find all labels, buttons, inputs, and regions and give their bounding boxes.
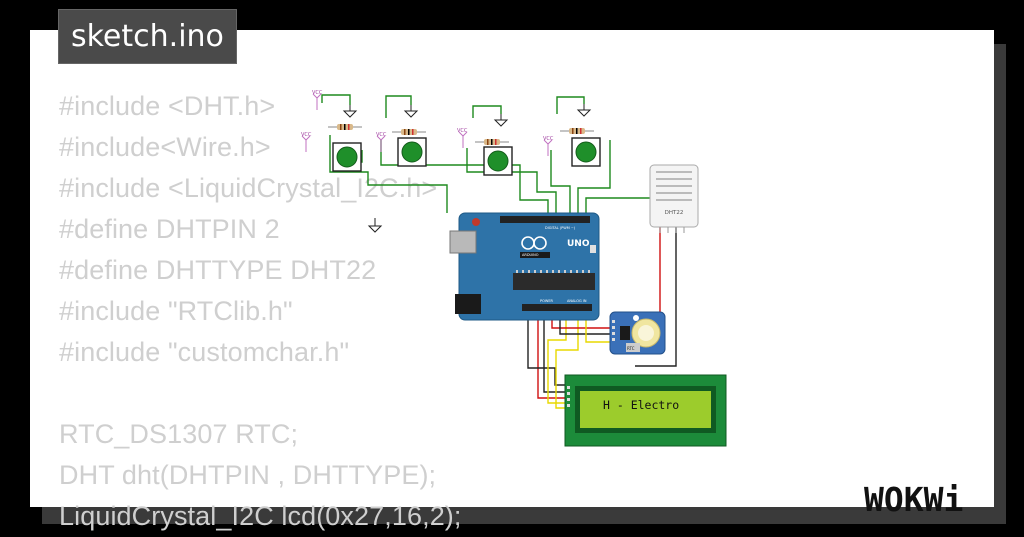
rtc-label: RTC [627,346,635,351]
vcc-label: VCC [312,90,323,96]
green-wire [577,140,611,213]
black-wire [559,318,610,335]
code-line: #include <LiquidCrystal_I2C.h> [59,173,438,203]
code-line: #define DHTTYPE DHT22 [59,255,377,285]
push-button [571,137,601,167]
green-wire [321,94,351,105]
resistor [475,139,509,145]
yellow-wire [547,318,567,404]
rtc-module: RTC [609,311,666,355]
resistors [328,124,594,145]
code-line: #include "RTClib.h" [59,296,293,326]
ground-icon [342,104,592,233]
lcd-display: H - Electro [564,374,727,447]
code-line: #include "customchar.h" [59,337,350,367]
wokwi-logo-text: WOKWi [864,480,963,519]
push-button [483,146,513,176]
push-buttons [332,137,601,176]
arduino-brand: UNO [567,239,590,249]
analog-header-label: ANALOG IN [567,299,587,303]
code-line: DHT dht(DHTPIN , DHTTYPE); [59,460,437,490]
green-wire [380,140,549,213]
green-wire [466,148,557,213]
yellow-wire [555,318,579,409]
wokwi-logo: WOKWi [864,480,963,519]
sensor-label: DHT22 [665,210,684,216]
power-symbols: VCC VCC VCC VCC VCC [301,90,592,233]
black-wire [635,226,677,367]
code-line: #define DHTPIN 2 [59,214,280,244]
black-wire [527,318,567,386]
green-wire [550,150,571,213]
lcd-text: H - Electro [603,398,679,412]
vcc-label: VCC [376,132,387,138]
code-line: #include<Wire.h> [59,132,271,162]
red-wire [640,226,661,319]
resistor [560,128,594,134]
code-line: LiquidCrystal_I2C lcd(0x27,16,2); [59,501,462,531]
code-listing: #include <DHT.h> #include<Wire.h> #inclu… [59,86,462,537]
power-header-label: POWER [540,299,554,303]
digital-header-label: DIGITAL (PWM ~) [545,226,576,230]
vcc-label: VCC [301,132,312,138]
push-button [332,142,362,172]
circuit-diagram: VCC VCC VCC VCC VCC [301,90,727,447]
code-line: RTC_DS1307 RTC; [59,419,299,449]
green-wire [472,105,502,118]
arduino-maker: ARDUINO [522,253,539,257]
vcc-label: VCC [457,128,468,134]
preview-card: #include <DHT.h> #include<Wire.h> #inclu… [30,30,994,531]
code-line: #include <DHT.h> [59,91,276,121]
push-button [397,137,427,167]
resistor [392,129,426,135]
green-wire [556,96,585,114]
dht22-sensor: DHT22 [649,164,699,233]
wires [321,94,677,409]
vcc-label: VCC [543,136,554,142]
green-wire [329,135,448,213]
file-title-chip: sketch.ino [58,9,237,64]
red-wire [537,318,567,399]
yellow-wire [585,318,610,343]
black-wire [543,318,567,393]
vcc-icon [301,93,553,156]
red-wire [551,318,610,329]
arduino-uno-board: UNO ARDUINO DIGITAL (PWM ~) POWER ANALOG… [449,212,600,321]
resistor [328,124,362,130]
green-wire [385,95,412,118]
